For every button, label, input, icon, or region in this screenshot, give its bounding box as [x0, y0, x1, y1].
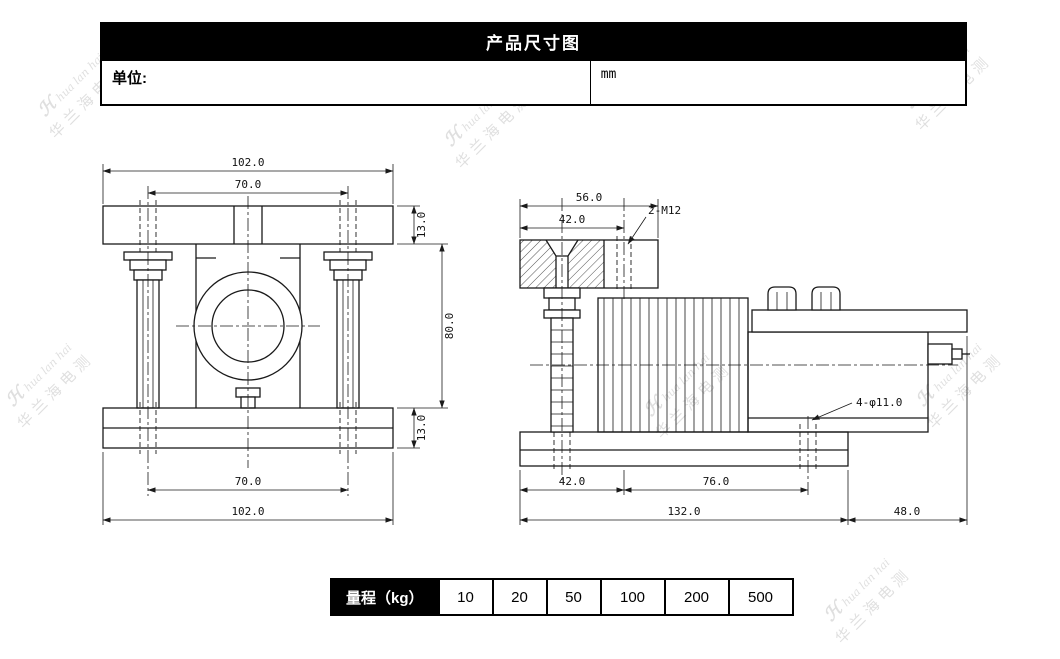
side-clamp-left [767, 286, 797, 311]
header-table: 产品尺寸图 单位: mm [100, 22, 967, 106]
dim-front-top-plate-thickness: 13.0 [415, 212, 428, 239]
unit-label: 单位: [112, 70, 147, 87]
range-table-header: 量程（kg） [332, 580, 438, 614]
dim-front-top-width: 102.0 [231, 156, 264, 169]
range-value-50: 50 [545, 580, 600, 614]
dim-front-bottom-plate-thickness: 13.0 [415, 415, 428, 442]
unit-value: mm [589, 61, 965, 104]
dim-side-block-hole-offset: 42.0 [559, 213, 586, 226]
dim-side-base-hole-span: 76.0 [703, 475, 730, 488]
label-thread-2-m12: 2-M12 [648, 204, 681, 217]
dim-front-top-bolt-span: 70.0 [235, 178, 262, 191]
range-value-100: 100 [599, 580, 664, 614]
range-value-10: 10 [437, 580, 492, 614]
dim-front-bottom-bolt-span: 70.0 [235, 475, 262, 488]
range-table: 量程（kg） 10 20 50 100 200 500 [330, 578, 794, 616]
side-body [747, 331, 929, 433]
side-base-plate [519, 431, 849, 467]
side-mount-block [519, 239, 659, 289]
page-title: 产品尺寸图 [102, 24, 965, 60]
dim-front-body-height: 80.0 [443, 313, 456, 340]
side-connector [927, 343, 970, 365]
range-value-500: 500 [727, 580, 792, 614]
dim-side-block-width: 56.0 [576, 191, 603, 204]
front-view: 102.0 70.0 13.0 80.0 13.0 70.0 102.0 [102, 156, 456, 525]
dim-side-overhang: 48.0 [894, 505, 921, 518]
dim-side-base-width: 132.0 [667, 505, 700, 518]
range-value-200: 200 [663, 580, 728, 614]
label-holes-4-phi11: 4-φ11.0 [856, 396, 902, 409]
dim-front-bottom-width: 102.0 [231, 505, 264, 518]
unit-row: 单位: mm [102, 60, 965, 104]
range-value-20: 20 [491, 580, 546, 614]
side-clamp-right [811, 286, 841, 311]
dim-side-base-hole-left: 42.0 [559, 475, 586, 488]
side-view: 56.0 42.0 2-M12 4-φ11.0 42.0 76.0 132.0 … [519, 191, 970, 525]
side-top-plate [751, 309, 968, 333]
